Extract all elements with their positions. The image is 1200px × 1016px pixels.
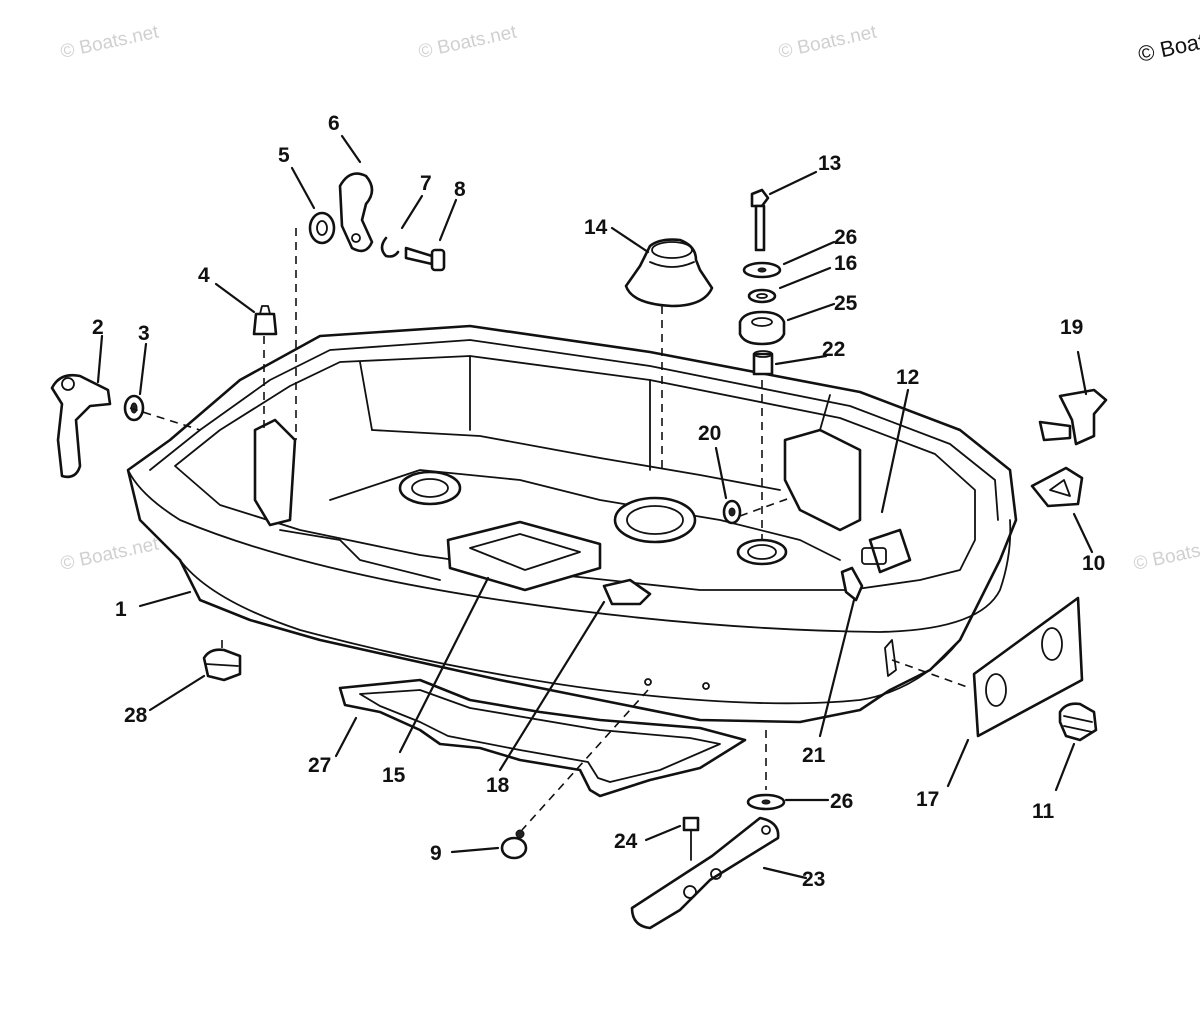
part-2-lever bbox=[50, 373, 112, 479]
callout-6: 6 bbox=[328, 112, 340, 135]
callout-1: 1 bbox=[115, 598, 127, 621]
callout-17: 17 bbox=[916, 788, 939, 811]
watermark: © Boats.net bbox=[59, 534, 161, 575]
part-26-washer bbox=[742, 261, 782, 279]
callouts: 1 2 3 4 5 6 7 8 9 10 11 12 13 14 15 16 1… bbox=[92, 112, 1105, 891]
callout-12: 12 bbox=[896, 366, 919, 389]
assembly-lines bbox=[129, 228, 971, 831]
callout-14: 14 bbox=[584, 216, 608, 239]
callout-28: 28 bbox=[124, 704, 148, 727]
part-20-washer bbox=[722, 499, 742, 525]
part-7-clip bbox=[380, 236, 400, 258]
part-11-grommet bbox=[1058, 702, 1098, 742]
part-8-screw bbox=[404, 246, 446, 272]
lower-motor-cover bbox=[126, 324, 1018, 724]
part-23-bracket bbox=[630, 816, 780, 930]
part-13-bolt bbox=[750, 188, 770, 252]
part-5-washer bbox=[308, 211, 336, 245]
callout-4: 4 bbox=[198, 264, 210, 287]
part-10-clip bbox=[1030, 466, 1084, 508]
part-16-washer bbox=[747, 288, 777, 304]
callout-5: 5 bbox=[278, 144, 290, 167]
watermark: © Boats.net bbox=[1132, 534, 1200, 575]
callout-20: 20 bbox=[698, 422, 721, 445]
part-25-grommet bbox=[738, 310, 786, 346]
part-24-bolt bbox=[682, 816, 700, 861]
part-26-washer-lower bbox=[746, 793, 786, 811]
part-4-fitting bbox=[252, 305, 278, 336]
watermark: © Boats.net bbox=[417, 22, 519, 63]
callout-24: 24 bbox=[614, 830, 638, 853]
callout-15: 15 bbox=[382, 764, 406, 787]
callout-23: 23 bbox=[802, 868, 825, 891]
watermark: © Boats.net bbox=[777, 22, 879, 63]
part-6-latch bbox=[338, 172, 374, 253]
part-22-sleeve bbox=[752, 350, 774, 376]
callout-13: 13 bbox=[818, 152, 841, 175]
callout-25: 25 bbox=[834, 292, 858, 315]
leader-lines bbox=[96, 134, 1094, 880]
gasket-27 bbox=[338, 678, 747, 798]
callout-27: 27 bbox=[308, 754, 331, 777]
part-15-seal bbox=[446, 520, 602, 592]
callout-8: 8 bbox=[454, 178, 466, 201]
callout-22: 22 bbox=[822, 338, 845, 361]
part-17-plate bbox=[972, 596, 1084, 738]
callout-18: 18 bbox=[486, 774, 510, 797]
part-9-plug bbox=[500, 829, 528, 860]
callout-2: 2 bbox=[92, 316, 104, 339]
callout-11: 11 bbox=[1032, 800, 1055, 823]
part-28-grommet bbox=[202, 648, 242, 682]
callout-7: 7 bbox=[420, 172, 432, 195]
callout-21: 21 bbox=[802, 744, 826, 767]
callout-9: 9 bbox=[430, 842, 442, 865]
callout-19: 19 bbox=[1060, 316, 1083, 339]
part-19-fitting bbox=[1038, 388, 1108, 446]
callout-3: 3 bbox=[138, 322, 150, 345]
watermark: © Boats.net bbox=[59, 22, 161, 63]
part-14-grommet bbox=[624, 238, 714, 308]
callout-26: 26 bbox=[834, 226, 857, 249]
callout-10: 10 bbox=[1082, 552, 1105, 575]
callout-26-lower: 26 bbox=[830, 790, 853, 813]
part-21-screw bbox=[840, 566, 864, 602]
part-3-washer bbox=[123, 394, 145, 422]
part-18-bracket bbox=[602, 578, 652, 606]
callout-16: 16 bbox=[834, 252, 857, 275]
copyright-notice: © Boats bbox=[1136, 26, 1200, 67]
